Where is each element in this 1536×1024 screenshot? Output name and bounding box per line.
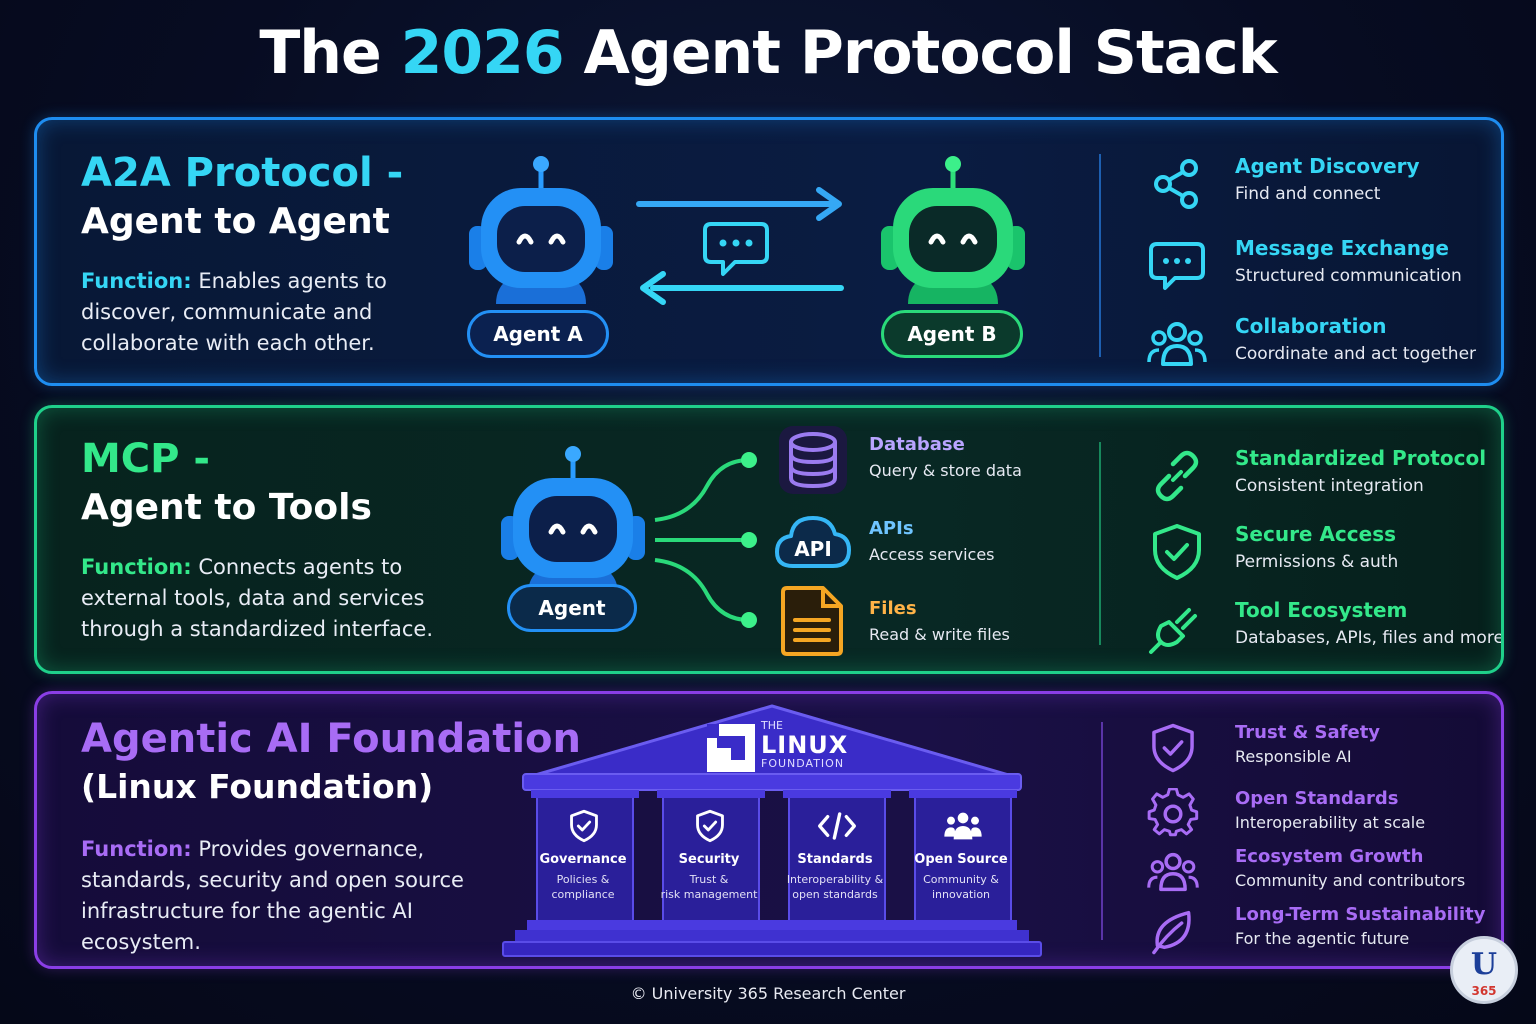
foundation-function: Function: Provides governance, standards… bbox=[81, 837, 464, 954]
svg-text:API: API bbox=[794, 537, 832, 561]
code-icon bbox=[818, 812, 856, 840]
pillar-standards: Standards Interoperability &open standar… bbox=[786, 852, 884, 901]
mcp-function: Function: Connects agents to external to… bbox=[81, 555, 433, 641]
foundation-title: Agentic AI Foundation (Linux Foundation) bbox=[81, 716, 581, 806]
temple-illustration bbox=[502, 704, 1042, 957]
message-icon bbox=[1149, 242, 1205, 290]
foundation-divider bbox=[1101, 722, 1103, 940]
footer-credit: © University 365 Research Center bbox=[630, 984, 906, 1003]
database-icon bbox=[779, 426, 847, 494]
agent-label: Agent bbox=[507, 584, 637, 632]
cloud-api-icon: API bbox=[775, 516, 851, 568]
a2a-function: Function: Enables agents to discover, co… bbox=[81, 269, 387, 355]
shield-check-icon bbox=[1152, 723, 1194, 773]
mcp-divider bbox=[1099, 442, 1101, 645]
title-year: 2026 bbox=[400, 18, 565, 88]
a2a-exchange-arrows bbox=[636, 187, 844, 305]
robot-agent-b-icon bbox=[881, 156, 1025, 304]
a2a-title: A2A Protocol - Agent to Agent bbox=[81, 150, 404, 242]
file-icon bbox=[781, 586, 843, 656]
plug-icon bbox=[1149, 608, 1197, 654]
tool-files: Files Read & write files bbox=[869, 598, 1010, 644]
users-icon bbox=[1147, 852, 1199, 892]
linux-foundation-logo-icon bbox=[707, 724, 755, 772]
foundation-panel: Agentic AI Foundation (Linux Foundation)… bbox=[34, 691, 1504, 969]
gear-icon bbox=[1147, 788, 1199, 837]
pillar-open-source: Open Source Community &innovation bbox=[914, 852, 1008, 901]
pillar-governance: Governance Policies &compliance bbox=[539, 852, 627, 901]
users-icon bbox=[944, 812, 982, 840]
users-icon bbox=[1147, 322, 1207, 366]
leaf-icon bbox=[1152, 910, 1191, 955]
share-nodes-icon bbox=[1154, 159, 1198, 209]
pillar-security: Security Trust &risk management bbox=[660, 852, 758, 901]
link-icon bbox=[1155, 450, 1199, 502]
agent-b-label: Agent B bbox=[881, 310, 1023, 358]
chat-bubble-icon bbox=[703, 222, 769, 276]
university-365-badge: U 365 bbox=[1450, 936, 1518, 1004]
shield-check-icon bbox=[696, 809, 724, 843]
tool-apis: APIs Access services bbox=[869, 518, 995, 564]
agent-a-label: Agent A bbox=[467, 310, 609, 358]
shield-check-icon bbox=[1153, 524, 1201, 580]
mcp-connectors bbox=[654, 452, 757, 628]
a2a-panel: A2A Protocol - Agent to Agent Function: … bbox=[34, 117, 1504, 386]
page-title: The 2026 Agent Protocol Stack bbox=[259, 18, 1277, 88]
robot-agent-a-icon bbox=[469, 156, 613, 304]
tool-database: Database Query & store data bbox=[869, 434, 1022, 480]
a2a-divider bbox=[1099, 154, 1101, 357]
robot-agent-icon bbox=[501, 446, 645, 594]
mcp-panel: MCP - Agent to Tools Function: Connects … bbox=[34, 405, 1504, 674]
linux-foundation-logo: THE LINUX FOUNDATION bbox=[761, 719, 849, 770]
mcp-title: MCP - Agent to Tools bbox=[81, 436, 372, 528]
shield-check-icon bbox=[570, 809, 598, 843]
